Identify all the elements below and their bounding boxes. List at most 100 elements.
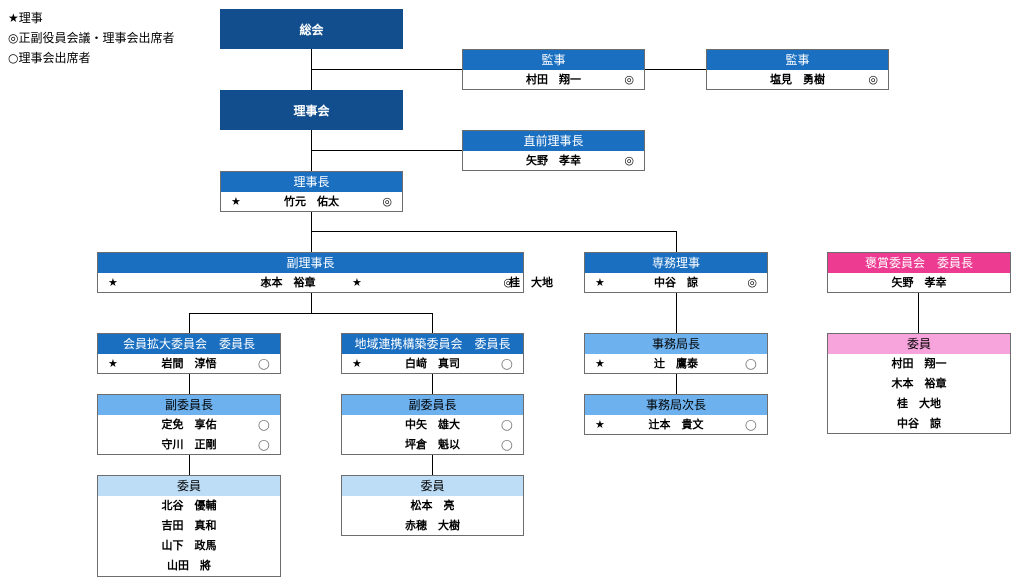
member-name: 白﨑 真司 [405,357,460,370]
executive-director-box: 専務理事 ★ 中谷 諒 ◎ [584,252,768,293]
general-assembly-box: 総会 [220,9,403,49]
member-row: ★ 竹元 佑太 ◎ [221,192,402,212]
member-row: ★ 白﨑 真司 ○ [342,354,523,374]
member-name: 桂 大地 [509,276,553,289]
legend-director: ★理事 [8,11,43,25]
regional-committee-box: 地域連携構築委員会 委員長 ★ 白﨑 真司 ○ [341,333,524,374]
member-row: ★ 岩間 淳悟 ○ [98,354,280,374]
connector-line [189,313,190,333]
member-name: 坪倉 魁以 [405,438,460,451]
membership-vice-title: 副委員長 [98,395,280,415]
member-name: 赤穂 大樹 [405,519,460,532]
membership-committee-box: 会員拡大委員会 委員長 ★ 岩間 淳悟 ○ [97,333,281,374]
member-row: 中矢 雄大 ○ [342,415,523,435]
connector-line [189,313,432,314]
member-row: 定免 享佑 ○ [98,415,280,435]
connector-line [189,373,190,394]
member-name: 定免 享佑 [161,418,217,431]
connector-line [432,313,433,333]
member-name: 村田 翔一 [526,73,581,86]
member-row: 坪倉 魁以 ○ [342,435,523,455]
member-row: 塩見 勇樹 ◎ [707,70,888,90]
connector-line [311,150,462,151]
member-row: ★ 辻本 貴文 ○ [585,415,767,435]
connector-line [432,454,433,475]
circle-mark: ○ [744,356,757,372]
member-name: 矢野 孝幸 [891,276,947,289]
member-row: 中谷 諒 [828,414,1010,434]
member-name: 中谷 諒 [897,417,941,430]
legend: ★理事 ◎正副役員会議・理事会出席者 ○理事会出席者 [8,8,174,68]
award-members-title: 委員 [828,334,1010,354]
secretariat-deputy-title: 事務局次長 [585,395,767,415]
connector-line [432,373,433,394]
star-mark: ★ [231,195,241,208]
star-mark: ★ [352,276,362,289]
member-row: ★ 辻 鷹泰 ○ [585,354,767,374]
member-row: 矢野 孝幸 ◎ [463,151,644,171]
star-mark: ★ [108,357,118,370]
board-box: 理事会 [220,90,403,130]
auditor-box: 監事 村田 翔一 ◎ [462,49,645,90]
member-row: 守川 正剛 ○ [98,435,280,455]
circle-mark: ○ [257,417,270,433]
member-name: 村田 翔一 [891,357,947,370]
circle-mark: ○ [257,437,270,453]
double-circle-mark: ◎ [382,195,392,208]
member-name: 吉田 真和 [161,519,217,532]
double-circle-mark: ◎ [503,276,513,289]
secretariat-head-title: 事務局長 [585,334,767,354]
past-president-box: 直前理事長 矢野 孝幸 ◎ [462,130,645,171]
star-mark: ★ [595,418,605,431]
circle-mark: ○ [500,417,513,433]
member-name: 守川 正剛 [161,438,217,451]
double-circle-mark: ◎ [261,276,271,289]
connector-line [311,231,676,232]
circle-mark: ○ [744,417,757,433]
member-name: 岩間 淳悟 [161,357,217,370]
connector-line [311,293,312,313]
connector-line [311,69,462,70]
vice-president-title: 副理事長 [98,253,523,273]
member-row: 吉田 真和 [98,516,280,536]
connector-line [645,69,706,70]
member-name: 中谷 諒 [654,276,698,289]
double-circle-mark: ◎ [747,276,757,289]
star-mark: ★ [595,357,605,370]
member-name: 竹元 佑太 [284,195,339,208]
connector-line [676,231,677,252]
member-row: 桂 大地 [828,394,1010,414]
member-name: 中矢 雄大 [405,418,460,431]
member-row: 山下 政馬 [98,536,280,556]
connector-line [918,293,919,333]
past-president-title: 直前理事長 [463,131,644,151]
regional-members-box: 委員 松本 亮 赤穂 大樹 [341,475,524,536]
regional-members-title: 委員 [342,476,523,496]
secretariat-head-box: 事務局長 ★ 辻 鷹泰 ○ [584,333,768,374]
member-name: 松本 亮 [410,499,455,512]
legend-board-attendee: ○理事会出席者 [8,51,91,65]
member-name: 木本 裕章 [260,276,316,289]
member-name: 山田 將 [167,559,211,572]
vice-president-box: 副理事長 ★ 木本 裕章 ◎ ★ 桂 大地 ◎ [97,252,553,293]
member-name: 辻 鷹泰 [654,357,698,370]
executive-director-title: 専務理事 [585,253,767,273]
member-name: 桂 大地 [897,397,941,410]
member-name: 辻本 貴文 [648,418,704,431]
circle-mark: ○ [500,356,513,372]
member-row: 赤穂 大樹 [342,516,523,536]
connector-line [676,373,677,394]
star-mark: ★ [108,276,118,289]
president-title: 理事長 [221,172,402,192]
auditor-box: 監事 塩見 勇樹 ◎ [706,49,889,90]
connector-line [189,454,190,475]
member-row: ★ 中谷 諒 ◎ [585,273,767,293]
award-committee-title: 褒賞委員会 委員長 [828,253,1010,273]
secretariat-deputy-box: 事務局次長 ★ 辻本 貴文 ○ [584,394,768,435]
member-row: 松本 亮 [342,496,523,516]
membership-members-box: 委員 北谷 優輔 吉田 真和 山下 政馬 山田 將 [97,475,281,577]
member-row: 村田 翔一 ◎ [463,70,644,90]
board-label: 理事会 [293,103,330,118]
member-row: 山田 將 [98,556,280,576]
member-row: 木本 裕章 [828,374,1010,394]
